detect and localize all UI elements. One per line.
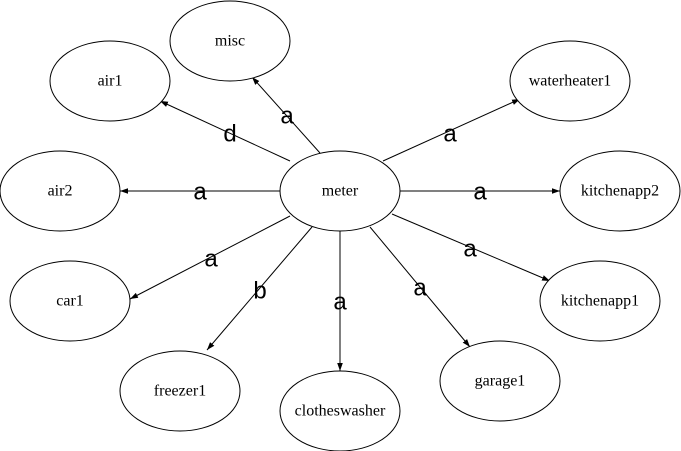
edge-meter-to-garage1: a (369, 226, 471, 348)
node-ellipse (279, 150, 401, 232)
edge-meter-to-air1: d (159, 100, 291, 162)
node-meter: meter (279, 150, 401, 232)
node-air2: air2 (0, 150, 121, 232)
edge-arrow (369, 226, 471, 348)
edge-label: a (473, 179, 487, 206)
node-ellipse (169, 0, 291, 82)
node-label: clotheswasher (295, 403, 386, 420)
edge-meter-to-air2: a (120, 179, 280, 206)
node-car1: car1 (9, 260, 131, 342)
node-ellipse (439, 340, 561, 422)
edge-meter-to-car1: a (129, 215, 291, 300)
edge-meter-to-clotheswasher: a (333, 231, 347, 371)
node-kitchenapp2: kitchenapp2 (559, 150, 681, 232)
node-ellipse (539, 260, 661, 342)
node-garage1: garage1 (439, 340, 561, 422)
edge-meter-to-freezer1: b (206, 226, 313, 351)
node-ellipse (509, 40, 631, 122)
node-ellipse (279, 370, 401, 451)
edge-label: a (333, 289, 347, 316)
node-label: misc (215, 33, 245, 50)
edge-meter-to-kitchenapp1: a (391, 213, 551, 282)
node-label: car1 (56, 293, 84, 310)
edge-arrow (382, 98, 521, 162)
edge-label: a (193, 179, 207, 206)
edge-arrow (129, 215, 291, 300)
node-misc: misc (169, 0, 291, 82)
node-label: kitchenapp2 (581, 183, 659, 200)
node-clotheswasher: clotheswasher (279, 370, 401, 451)
edge-arrow (391, 213, 551, 282)
edge-label: a (413, 275, 427, 302)
edge-label: a (204, 246, 218, 273)
node-label: kitchenapp1 (561, 293, 639, 310)
edge-meter-to-waterheater1: a (382, 98, 521, 162)
edges: a d a a a a a b a a (120, 76, 560, 371)
edge-meter-to-misc: a (251, 76, 321, 154)
node-ellipse (559, 150, 681, 232)
node-label: air1 (98, 73, 123, 90)
node-ellipse (49, 40, 171, 122)
node-kitchenapp1: kitchenapp1 (539, 260, 661, 342)
edge-label: b (253, 278, 266, 305)
node-label: meter (322, 183, 359, 200)
edge-arrow (251, 76, 321, 154)
node-label: garage1 (475, 373, 526, 390)
edge-label: a (280, 103, 294, 130)
node-label: freezer1 (154, 383, 206, 400)
node-label: air2 (48, 183, 73, 200)
node-freezer1: freezer1 (119, 350, 241, 432)
node-ellipse (119, 350, 241, 432)
edge-meter-to-kitchenapp2: a (400, 179, 560, 206)
edge-label: d (223, 121, 236, 148)
node-ellipse (0, 150, 121, 232)
edge-arrow (159, 100, 291, 162)
node-waterheater1: waterheater1 (509, 40, 631, 122)
edge-label: a (443, 121, 457, 148)
node-ellipse (9, 260, 131, 342)
edge-label: a (463, 236, 477, 263)
node-label: waterheater1 (529, 73, 612, 90)
edge-arrow (206, 226, 313, 351)
node-air1: air1 (49, 40, 171, 122)
